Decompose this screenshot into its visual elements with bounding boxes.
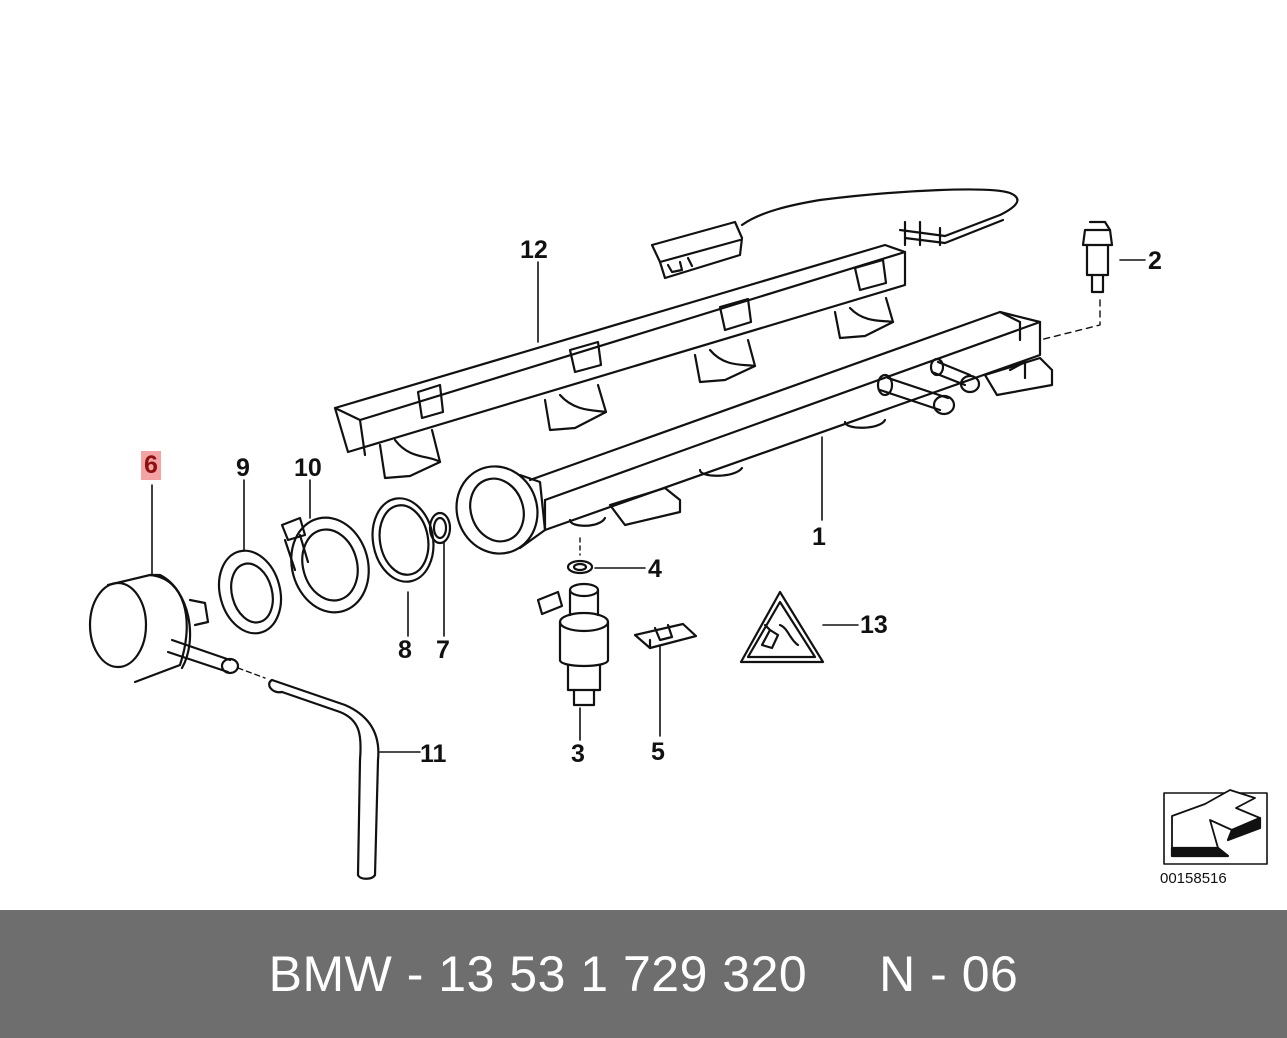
callout-4: 4 [648,555,662,583]
wiring-harness-12 [333,188,1019,480]
warning-label-13 [739,590,825,664]
seal-ring-9 [217,549,283,635]
fuel-rail-1 [455,310,1054,555]
clamp-10 [280,516,370,614]
callout-10: 10 [294,454,322,482]
diagram-reference-code: 00158516 [1160,870,1227,887]
callout-3: 3 [571,740,585,768]
washer-4 [566,537,594,575]
clip-5 [633,622,698,650]
callout-6: 6 [141,451,161,480]
callout-7: 7 [436,636,450,664]
callout-2: 2 [1148,247,1162,275]
pressure-regulator-6 [88,573,240,684]
callout-5: 5 [651,738,665,766]
leader-lines [151,259,1146,753]
callout-1: 1 [812,523,826,551]
o-ring-8 [371,497,435,583]
callout-11: 11 [420,740,447,768]
callout-13: 13 [860,611,888,639]
callout-8: 8 [398,636,412,664]
part-number-text: BMW - 13 53 1 729 320 N - 06 [268,946,1019,1002]
callout-12: 12 [520,236,548,264]
injector-3 [536,582,610,707]
direction-arrow-icon [1163,789,1268,865]
o-ring-7 [428,511,452,545]
callout-9: 9 [236,454,250,482]
hose-11 [237,667,380,880]
bleed-valve-2 [1039,220,1114,341]
part-number-footer: BMW - 13 53 1 729 320 N - 06 [0,910,1287,1038]
parts-diagram: 12 2 1 6 9 10 4 13 8 7 3 5 11 00158516 [88,188,1268,887]
